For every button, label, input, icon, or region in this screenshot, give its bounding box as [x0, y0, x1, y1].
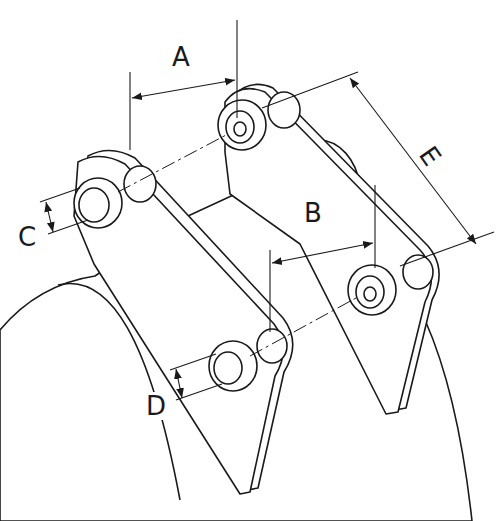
dimension-line	[46, 202, 53, 232]
dimension-line	[132, 80, 235, 98]
extension-line	[129, 72, 130, 150]
extension-line	[262, 72, 358, 108]
dimension-line	[272, 243, 373, 263]
extension-line	[170, 354, 216, 370]
centre-line	[118, 134, 228, 192]
dimension-label: A	[169, 43, 193, 71]
extension-line	[48, 220, 88, 234]
pin-boss	[218, 92, 300, 150]
dimension-label: D	[143, 392, 169, 420]
dimension-label: E	[412, 139, 448, 173]
dimension-label: C	[15, 223, 39, 251]
extension-line	[269, 250, 270, 332]
dimension-line	[176, 369, 182, 398]
centre-line	[250, 298, 356, 356]
extension-line	[374, 185, 375, 268]
front-plate	[74, 156, 283, 494]
pin-boss	[348, 255, 433, 315]
extension-line	[236, 20, 237, 118]
extension-line	[400, 232, 494, 266]
pin-boss	[209, 329, 287, 391]
dimension-line	[350, 78, 476, 244]
dimension-label: B	[301, 199, 325, 227]
pin-boss	[74, 166, 156, 228]
extension-line	[40, 188, 80, 202]
extension-line	[176, 384, 222, 400]
